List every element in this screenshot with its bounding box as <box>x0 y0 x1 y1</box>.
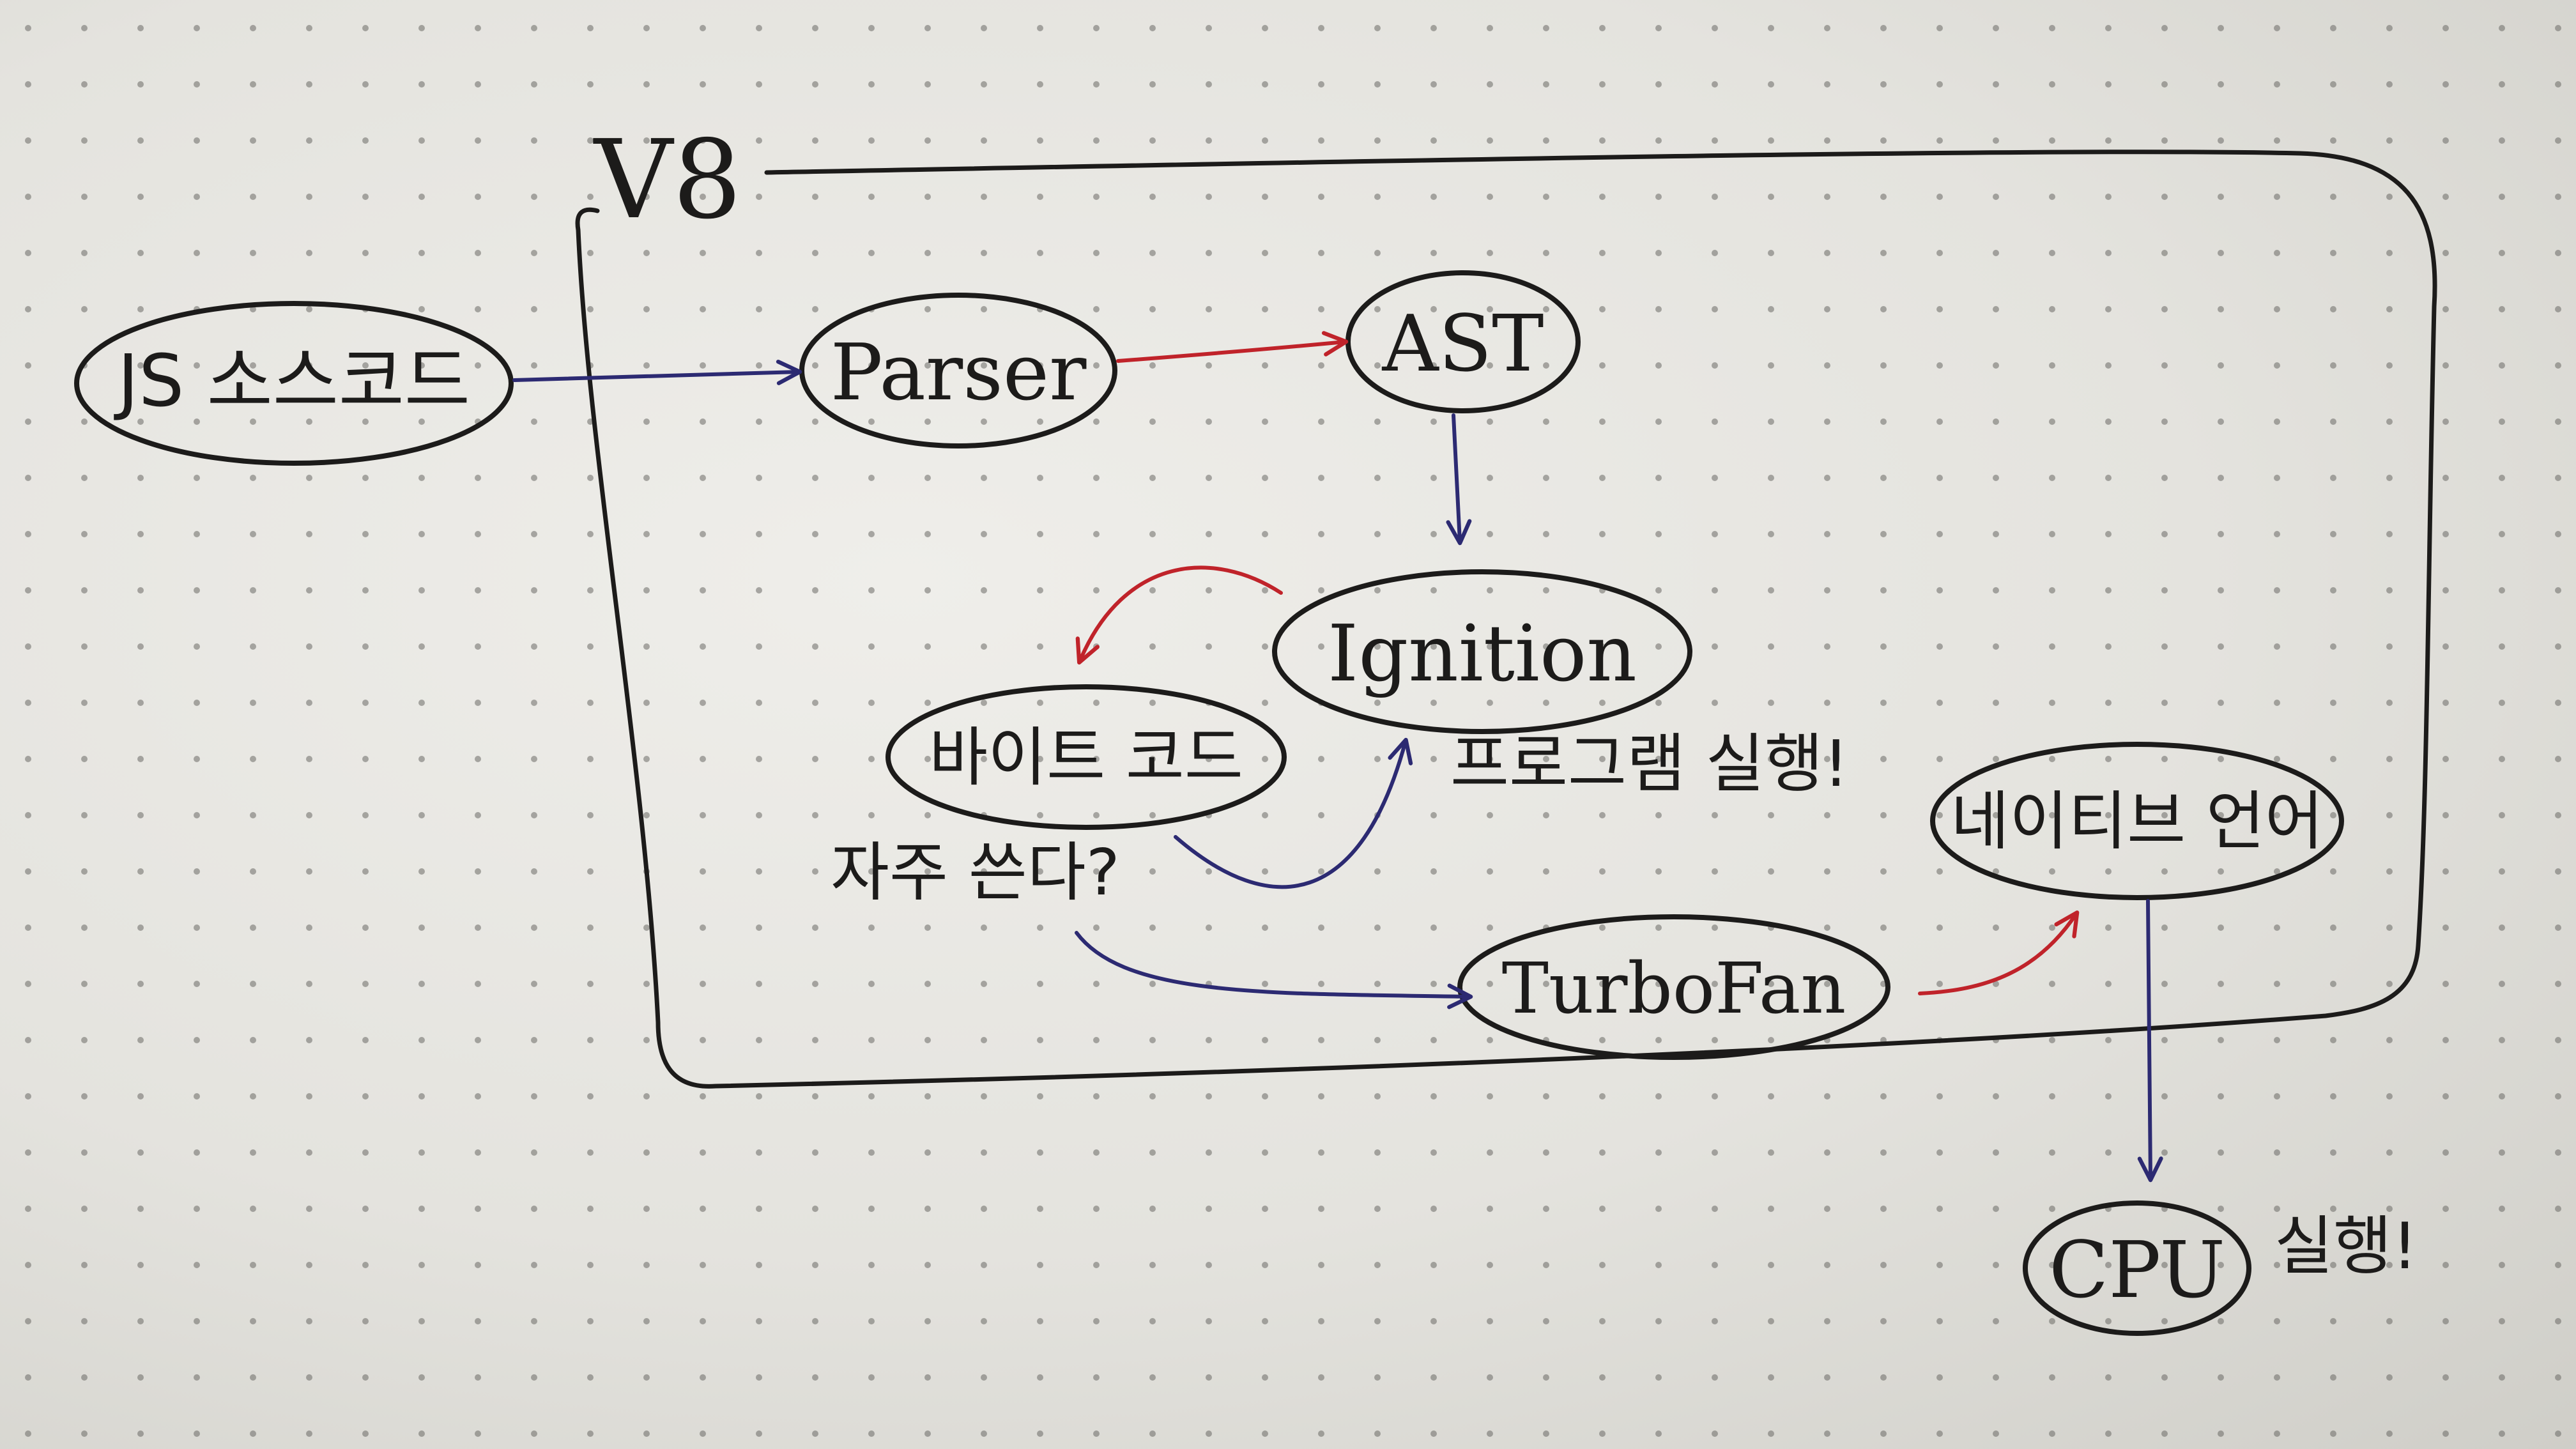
js-source-label: JS 소스코드 <box>114 340 470 423</box>
parser-label: Parser <box>831 327 1087 418</box>
arrow-native-to-cpu <box>2137 899 2163 1183</box>
program-run-annotation: 프로그램 실행! <box>1450 726 1849 801</box>
bytecode-label: 바이트 코드 <box>929 720 1243 795</box>
arrow-bytecode-to-turbofan <box>1075 931 1473 1009</box>
arrow-ast-to-ignition <box>1446 413 1472 546</box>
arrow-ignition-to-bytecode <box>1075 565 1283 665</box>
turbofan-label: TurboFan <box>1502 947 1846 1029</box>
v8-label: V8 <box>593 117 742 243</box>
arrow-turbofan-to-native <box>1918 910 2080 995</box>
native-code-node <box>1930 742 2344 900</box>
v8-container-box <box>575 150 2437 1089</box>
arrow-source-to-parser <box>512 360 802 385</box>
ast-label: AST <box>1381 298 1544 389</box>
ignition-label: Ignition <box>1328 608 1637 699</box>
cpu-node <box>2023 1200 2251 1336</box>
arrow-bytecode-to-ignition <box>1174 737 1413 889</box>
bytecode-node <box>885 684 1287 830</box>
native-code-label: 네이티브 언어 <box>1951 784 2324 859</box>
cpu-label: CPU <box>2049 1225 2225 1315</box>
frequent-use-annotation: 자주 쓴다? <box>831 835 1120 910</box>
ignition-node <box>1272 569 1692 734</box>
arrow-parser-to-ast <box>1116 331 1349 363</box>
js-source-node <box>74 301 514 466</box>
cpu-run-annotation: 실행! <box>2274 1209 2418 1284</box>
